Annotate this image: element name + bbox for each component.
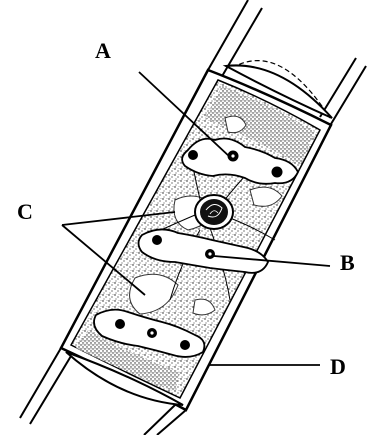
label-c: C <box>17 201 33 223</box>
label-d: D <box>330 356 346 378</box>
nucleus <box>195 195 233 229</box>
label-a: A <box>95 40 111 62</box>
label-b: B <box>340 252 355 274</box>
